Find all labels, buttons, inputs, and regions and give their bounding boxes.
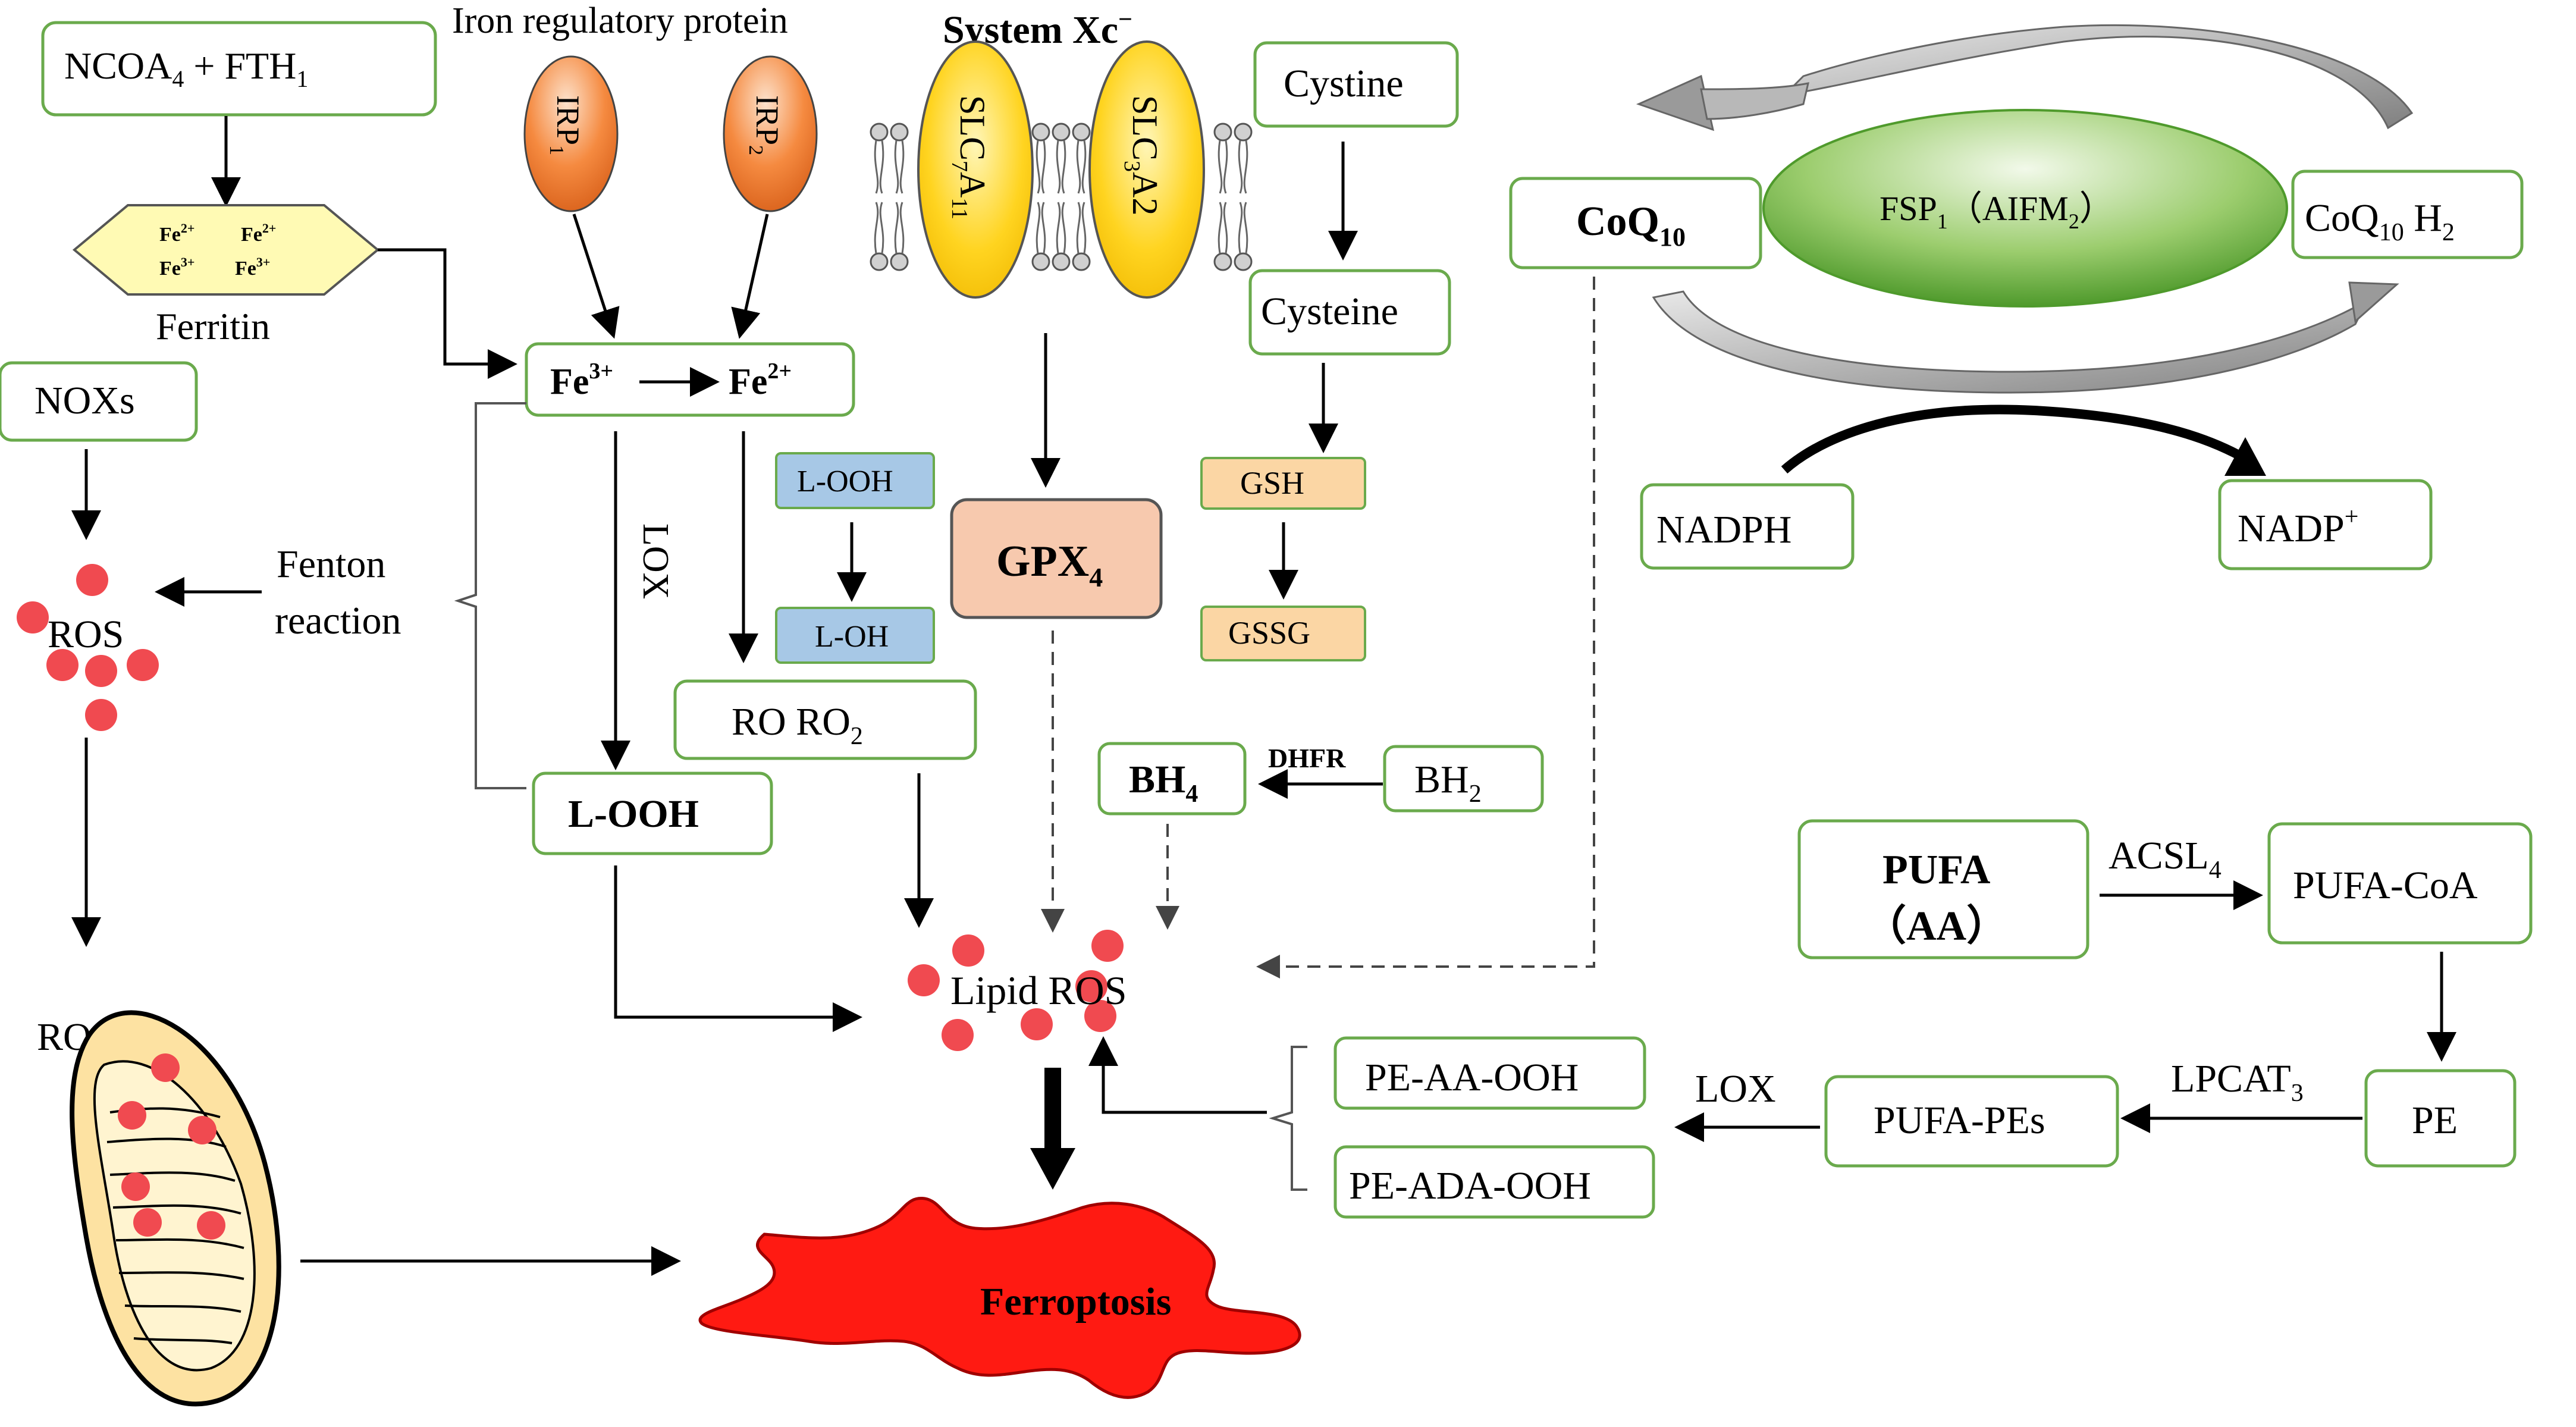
svg-text:BH2: BH2 bbox=[1414, 758, 1482, 808]
arrow-irp1-to-iron bbox=[572, 214, 620, 339]
svg-text:RO RO2: RO RO2 bbox=[732, 700, 863, 750]
svg-text:L-OH: L-OH bbox=[815, 620, 889, 654]
cystine-box: Cystine bbox=[1253, 41, 1459, 128]
pufa-pes-box: PUFA-PEs bbox=[1824, 1075, 2119, 1168]
fe3-fe2-box: Fe3+ Fe2+ bbox=[525, 342, 855, 417]
coq10-box: CoQ10 bbox=[1509, 177, 1762, 269]
arrow-pe-ooh-to-lipid-ros bbox=[1088, 1036, 1267, 1114]
pe-box: PE bbox=[2364, 1069, 2517, 1168]
svg-text:GPX4: GPX4 bbox=[996, 537, 1103, 592]
svg-text:PE: PE bbox=[2412, 1099, 2458, 1142]
nadph-arc bbox=[1781, 404, 2257, 474]
lipid-ros-label: Lipid ROS bbox=[950, 968, 1127, 1013]
coq10h2-box: CoQ10 H2 bbox=[2291, 170, 2524, 259]
l-oh-box: L-OH bbox=[775, 607, 935, 664]
gpx4-box: GPX4 bbox=[950, 498, 1163, 619]
svg-text:IRP2: IRP2 bbox=[745, 95, 785, 155]
svg-text:SLC7A11: SLC7A11 bbox=[947, 95, 992, 219]
gsh-box: GSH bbox=[1200, 457, 1366, 510]
svg-text:PUFA-PEs: PUFA-PEs bbox=[1874, 1099, 2045, 1142]
svg-text:PE-AA-OOH: PE-AA-OOH bbox=[1365, 1056, 1579, 1099]
svg-text:Cystine: Cystine bbox=[1284, 62, 1404, 105]
arrow-looh-to-lipid-ros bbox=[614, 865, 862, 1032]
dashed-coq10-to-lipid-ros bbox=[1256, 277, 1595, 978]
svg-text:Fe2+: Fe2+ bbox=[241, 221, 276, 246]
ro-ro2-box: RO RO2 bbox=[673, 679, 977, 760]
slc7a11-transporter: SLC7A11 bbox=[917, 40, 1034, 299]
svg-text:PUFA-CoA: PUFA-CoA bbox=[2293, 864, 2478, 907]
dhfr-label: DHFR bbox=[1268, 743, 1346, 773]
ferritin-hexagon: Fe2+ Fe2+ Fe3+ Fe3+ bbox=[72, 204, 380, 296]
ncoa-label: NCOA bbox=[64, 45, 172, 87]
nadph-arc-head bbox=[2224, 437, 2266, 476]
gssg-box: GSSG bbox=[1200, 606, 1366, 661]
ferroptosis-label: Ferroptosis bbox=[980, 1280, 1171, 1323]
pe-ada-ooh-box: PE-ADA-OOH bbox=[1334, 1145, 1655, 1219]
looh-box: L-OOH bbox=[532, 771, 773, 855]
pe-aa-ooh-box: PE-AA-OOH bbox=[1334, 1036, 1646, 1110]
noxs-box: NOXs bbox=[0, 361, 198, 442]
acsl4-label: ACSL4 bbox=[2109, 834, 2222, 884]
svg-text:NADPH: NADPH bbox=[1656, 508, 1791, 551]
svg-text:Fe2+: Fe2+ bbox=[159, 221, 194, 246]
svg-text:PE-ADA-OOH: PE-ADA-OOH bbox=[1349, 1164, 1591, 1208]
nadph-box: NADPH bbox=[1640, 483, 1855, 570]
mitochondrion-icon bbox=[70, 1010, 281, 1407]
ros-label-top: ROS bbox=[48, 613, 124, 656]
bh4-box: BH4 bbox=[1097, 742, 1247, 816]
svg-text:CoQ10 H2: CoQ10 H2 bbox=[2305, 196, 2455, 246]
grey-arc-top bbox=[1636, 24, 2414, 131]
pufa-coa-box: PUFA-CoA bbox=[2267, 822, 2533, 945]
svg-text:L-OOH: L-OOH bbox=[797, 465, 893, 498]
svg-text:NOXs: NOXs bbox=[34, 379, 135, 422]
arrow-ferritin-to-iron bbox=[378, 248, 517, 379]
svg-text:NCOA4 + FTH1: NCOA4 + FTH1 bbox=[64, 45, 308, 92]
svg-text:Fe3+: Fe3+ bbox=[550, 359, 613, 402]
svg-text:Cysteine: Cysteine bbox=[1261, 290, 1398, 333]
svg-text:NADP+: NADP+ bbox=[2238, 503, 2358, 550]
irp1-oval: IRP1 bbox=[523, 55, 619, 212]
svg-text:GSH: GSH bbox=[1240, 465, 1304, 501]
nadp-box: NADP+ bbox=[2218, 479, 2433, 570]
grey-arc-bottom bbox=[1652, 281, 2399, 394]
ros-cluster-top: ROS bbox=[17, 564, 159, 731]
irp-title: Iron regulatory protein bbox=[452, 1, 788, 41]
svg-text:BH4: BH4 bbox=[1129, 758, 1198, 808]
svg-text:Fe3+: Fe3+ bbox=[235, 255, 270, 280]
ferroptosis-cell: Ferroptosis bbox=[698, 1197, 1301, 1399]
fenton-label-1: Fenton bbox=[277, 542, 385, 586]
svg-text:SLC3A2: SLC3A2 bbox=[1119, 95, 1165, 215]
lox-label-left: LOX bbox=[635, 523, 676, 599]
slc3a2-transporter: SLC3A2 bbox=[1088, 40, 1205, 299]
svg-text:PUFA: PUFA bbox=[1882, 847, 1991, 893]
ferritin-label: Ferritin bbox=[156, 305, 270, 347]
svg-text:Fe3+: Fe3+ bbox=[159, 255, 194, 280]
svg-text:CoQ10: CoQ10 bbox=[1576, 199, 1686, 252]
irp2-oval: IRP2 bbox=[723, 55, 818, 212]
ncoa4-fth1-box: NCOA4 + FTH1 bbox=[41, 21, 437, 117]
cysteine-box: Cysteine bbox=[1248, 269, 1451, 356]
membrane-bilayer bbox=[870, 123, 1253, 271]
svg-text:IRP1: IRP1 bbox=[545, 95, 586, 155]
pe-ooh-bracket bbox=[1269, 1046, 1307, 1191]
svg-text:（AA）: （AA） bbox=[1865, 903, 2008, 949]
lox-label-right: LOX bbox=[1695, 1067, 1776, 1111]
fenton-bracket bbox=[454, 402, 526, 789]
bh2-box: BH2 bbox=[1383, 745, 1544, 813]
svg-text:L-OOH: L-OOH bbox=[568, 792, 699, 836]
thick-arrow-head bbox=[1030, 1148, 1075, 1190]
l-ooh-small-box: L-OOH bbox=[775, 452, 935, 509]
lpcat3-label: LPCAT3 bbox=[2171, 1057, 2304, 1107]
svg-text:Fe2+: Fe2+ bbox=[729, 359, 792, 402]
svg-text:FSP1（AIFM2）: FSP1（AIFM2） bbox=[1880, 189, 2114, 233]
svg-text:GSSG: GSSG bbox=[1228, 615, 1310, 651]
fsp1-aifm2-oval: FSP1（AIFM2） bbox=[1762, 109, 2288, 308]
pufa-aa-box: PUFA （AA） bbox=[1797, 819, 2089, 959]
lipid-ros-cluster: Lipid ROS bbox=[908, 930, 1127, 1051]
fenton-label-2: reaction bbox=[275, 599, 401, 642]
arrow-irp2-to-iron bbox=[731, 214, 769, 339]
